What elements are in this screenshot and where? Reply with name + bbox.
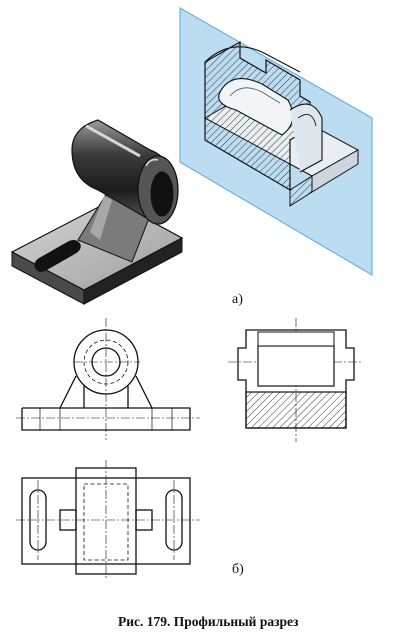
figure-caption: Рис. 179. Профильный разрез [118,614,299,629]
view-b-orthographic: б) [16,318,362,580]
view-a-isometric: а) [10,6,373,307]
section-half-part [203,40,360,207]
label-b: б) [232,562,244,577]
label-a: а) [232,292,243,307]
profile-section-view [228,318,362,442]
solid-part [10,119,184,305]
front-view [16,318,200,440]
top-view [16,460,200,580]
